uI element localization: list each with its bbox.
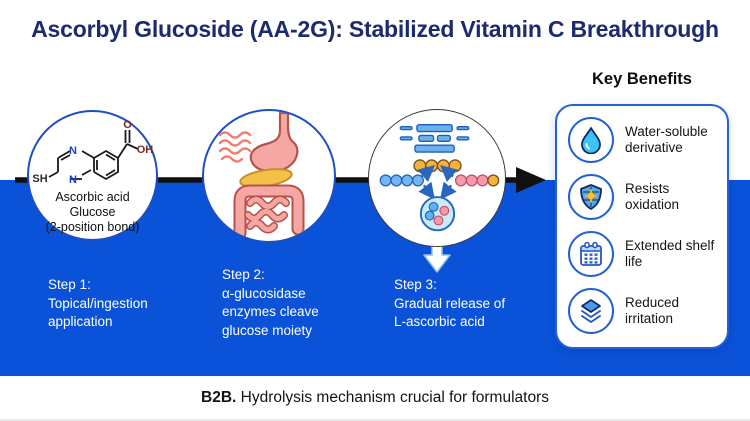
sequence-bars <box>399 123 469 153</box>
step3-label: Step 3: <box>394 277 437 292</box>
ascorbate-chain <box>379 174 424 187</box>
heat-waves <box>218 131 252 163</box>
page-title: Ascorbyl Glucoside (AA-2G): Stabilized V… <box>31 16 719 42</box>
reaction-arrows <box>416 165 458 200</box>
thiol-label: SH <box>32 173 47 185</box>
layers-icon <box>568 288 614 334</box>
step1-label: Step 1: <box>48 277 91 292</box>
molecule-caption: Ascorbic acid Glucose (2-position bond) <box>46 190 140 235</box>
oxygen-label: O <box>123 119 132 131</box>
step2-label: Step 2: <box>222 267 265 282</box>
conjugate-chain <box>454 174 499 187</box>
benefit-row-shelf-life: Extended shelf life <box>568 231 719 277</box>
caption-line: Glucose <box>69 205 116 219</box>
glucose-chain <box>412 159 462 173</box>
stage3-release-circle <box>368 109 506 247</box>
stage2-digestion-circle <box>202 109 336 243</box>
caption-line: (2-position bond) <box>45 220 140 234</box>
benefits-panel: Water-soluble derivative Resists oxidati… <box>555 104 729 349</box>
release-diagram-icon <box>379 123 499 232</box>
step2-text: Step 2: α-glucosidase enzymes cleave glu… <box>222 267 319 338</box>
caption-line: Ascorbic acid <box>55 190 130 204</box>
benefit-row-irritation: Reduced irritation <box>568 288 719 334</box>
footer-text: B2B. Hydrolysis mechanism crucial for fo… <box>201 389 549 407</box>
benefit-label: Reduced irritation <box>625 294 680 327</box>
footer-band: B2B. Hydrolysis mechanism crucial for fo… <box>0 376 750 421</box>
benefit-label: Water-soluble derivative <box>625 123 708 156</box>
benefits-title: Key Benefits <box>592 70 692 88</box>
benefit-label: Resists oxidation <box>625 180 680 213</box>
step3-text: Step 3: Gradual release of L-ascorbic ac… <box>394 277 506 329</box>
shield-icon <box>568 174 614 220</box>
benefit-label: Extended shelf life <box>625 237 715 270</box>
nitrogen-label: N <box>69 174 77 186</box>
calendar-icon <box>568 231 614 277</box>
intestines-shape <box>244 195 290 234</box>
benefit-row-water-soluble: Water-soluble derivative <box>568 117 719 163</box>
nitrogen-label: N <box>69 145 77 157</box>
water-drop-icon <box>568 117 614 163</box>
stomach-shape <box>249 111 299 173</box>
benefit-row-oxidation: Resists oxidation <box>568 174 719 220</box>
hydroxyl-label: OH <box>136 144 153 156</box>
stage1-molecule-circle: N N SH O OH Ascorbic acid Glucose (2-pos… <box>27 110 158 241</box>
step1-text: Step 1: Topical/ingestion application <box>48 277 148 329</box>
digestive-system-icon <box>218 111 305 240</box>
molecule-structure-icon: N N SH O OH <box>32 119 153 186</box>
footer-prefix: B2B. <box>201 388 237 406</box>
footer-message: Hydrolysis mechanism crucial for formula… <box>236 388 549 406</box>
